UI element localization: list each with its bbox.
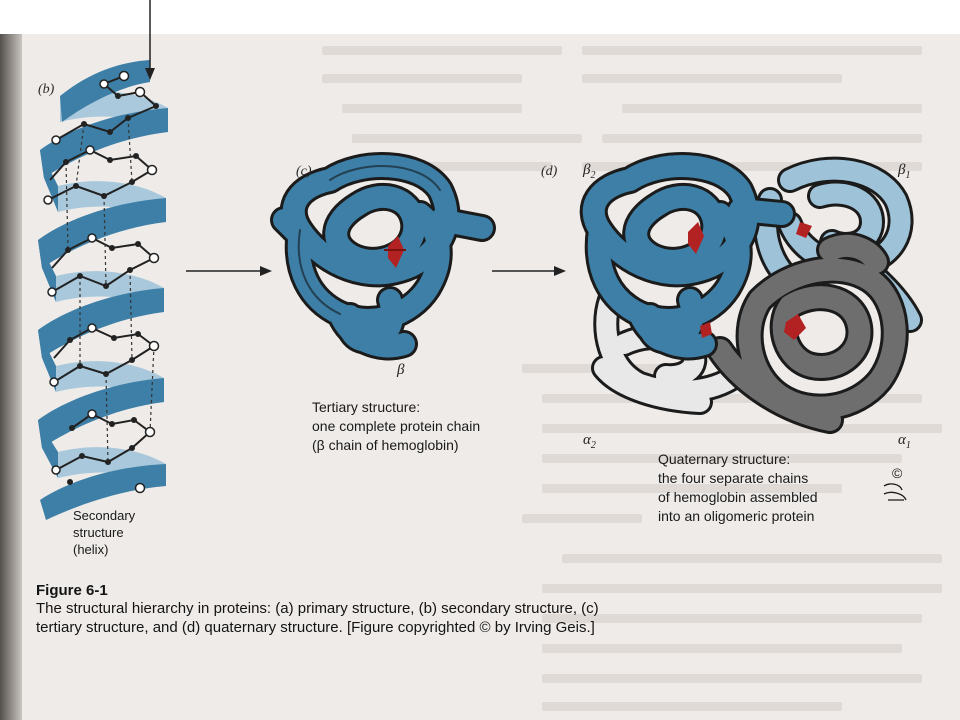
artist-signature: © (883, 465, 907, 501)
alpha1-chain-ribbon (706, 231, 909, 434)
bleed-line (542, 584, 942, 593)
bleed-through-text (22, 34, 960, 720)
secondary-caption-line3: (helix) (73, 542, 109, 557)
bleed-line (342, 104, 522, 113)
beta2-chain-ribbon (579, 152, 796, 361)
bleed-line (562, 554, 942, 563)
quaternary-structure-caption: Quaternary structure: the four separate … (658, 450, 818, 526)
figure-caption: Figure 6-1 The structural hierarchy in p… (36, 582, 636, 637)
bleed-line (582, 46, 922, 55)
label-beta1: β1 (898, 162, 911, 181)
bleed-line (542, 424, 942, 433)
arrow-b-to-c (186, 266, 272, 276)
secondary-caption-line2: structure (73, 525, 124, 540)
heme-group-tertiary (384, 236, 406, 268)
quaternary-caption-line4: into an oligomeric protein (658, 508, 815, 524)
tertiary-caption-line3: (β chain of hemoglobin) (312, 437, 459, 453)
bleed-line (582, 74, 842, 83)
bleed-line (542, 484, 842, 493)
bleed-line (522, 514, 642, 523)
bleed-line (322, 74, 522, 83)
label-alpha1: α1 (898, 432, 911, 451)
svg-text:©: © (892, 465, 903, 481)
figure-number: Figure 6-1 (36, 582, 108, 599)
panel-letter-c: (c) (296, 164, 312, 179)
tertiary-caption-line1: Tertiary structure: (312, 399, 421, 415)
bleed-line (542, 674, 922, 683)
quaternary-caption-line2: the four separate chains (658, 470, 809, 486)
bleed-line (602, 134, 922, 143)
heme-beta2 (688, 222, 704, 254)
bleed-line (352, 134, 582, 143)
heme-groups-quaternary (688, 222, 812, 340)
bleed-line (542, 702, 842, 711)
book-binding-shadow (0, 34, 22, 720)
quaternary-caption-line1: Quaternary structure: (658, 451, 791, 467)
heme-alpha1 (784, 314, 806, 340)
heme-alpha2 (700, 322, 712, 338)
alpha-helix-illustration (38, 0, 168, 520)
arrow-c-to-d (492, 266, 566, 276)
panel-letter-b: (b) (38, 82, 55, 97)
label-alpha2: α2 (583, 432, 596, 451)
bleed-line (542, 454, 902, 463)
bleed-line (542, 644, 902, 653)
tertiary-beta-chain-ribbon (270, 152, 496, 361)
figure-caption-body: The structural hierarchy in proteins: (a… (36, 600, 599, 636)
secondary-caption-line1: Secondary (73, 508, 136, 523)
bleed-line (542, 394, 922, 403)
tertiary-beta-label: β (397, 362, 405, 378)
bleed-line (542, 614, 922, 623)
bleed-line (322, 46, 562, 55)
bleed-line (622, 104, 922, 113)
tertiary-structure-caption: Tertiary structure: one complete protein… (312, 398, 480, 455)
bleed-line (352, 162, 552, 171)
tertiary-caption-line2: one complete protein chain (312, 418, 481, 434)
panel-letter-d: (d) (541, 164, 558, 179)
label-beta2: β2 (583, 162, 596, 181)
secondary-structure-caption: Secondary structure (helix) (73, 507, 135, 558)
bleed-line (582, 162, 922, 171)
quaternary-caption-line3: of hemoglobin assembled (658, 489, 818, 505)
quaternary-hemoglobin-ribbons (579, 152, 923, 434)
heme-beta1 (796, 222, 812, 238)
